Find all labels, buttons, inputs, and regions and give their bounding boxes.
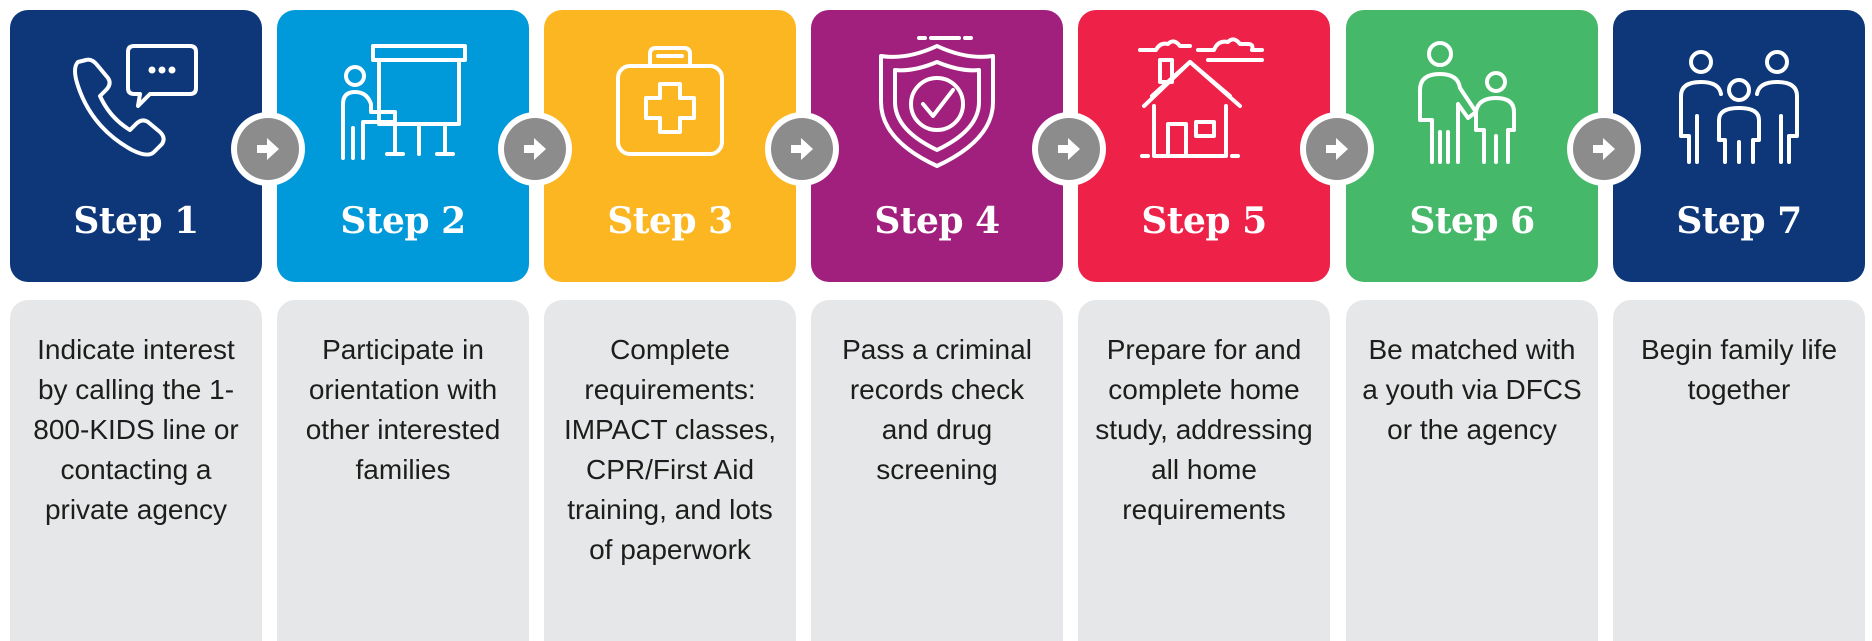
step-2-description-card: Participate in orientation with other in… (277, 300, 529, 641)
step-title: Step 1 (73, 200, 199, 242)
step-6-header: Step 6 (1346, 10, 1598, 282)
step-title: Step 7 (1676, 200, 1802, 242)
next-arrow-icon (1300, 112, 1374, 186)
step-5-header: Step 5 (1078, 10, 1330, 282)
next-arrow-icon (765, 112, 839, 186)
next-arrow-icon (1567, 112, 1641, 186)
next-arrow-icon (498, 112, 572, 186)
step-5-description-card: Prepare for and complete home study, add… (1078, 300, 1330, 641)
step-2-header: Step 2 (277, 10, 529, 282)
step-1-header: Step 1 (10, 10, 262, 282)
next-arrow-icon (231, 112, 305, 186)
step-3-description-card: Complete requirements: IMPACT classes, C… (544, 300, 796, 641)
shield-check-icon (867, 32, 1007, 172)
step-4-description-card: Pass a criminal records check and drug s… (811, 300, 1063, 641)
step-3-header: Step 3 (544, 10, 796, 282)
next-arrow-icon (1032, 112, 1106, 186)
step-title: Step 3 (607, 200, 733, 242)
step-description: Participate in orientation with other in… (305, 334, 501, 485)
step-7-description-card: Begin family life together (1613, 300, 1865, 641)
step-6-description-card: Be matched with a youth via DFCS or the … (1346, 300, 1598, 641)
step-description: Begin family life together (1640, 334, 1838, 405)
house-icon (1134, 32, 1274, 172)
step-description: Be matched with a youth via DFCS or the … (1362, 334, 1582, 445)
step-description: Complete requirements: IMPACT classes, C… (563, 334, 777, 565)
step-7-header: Step 7 (1613, 10, 1865, 282)
first-aid-kit-icon (600, 32, 740, 172)
step-1-description-card: Indicate interest by calling the 1-800-K… (10, 300, 262, 641)
phone-chat-icon (66, 32, 206, 172)
step-description: Indicate interest by calling the 1-800-K… (33, 334, 239, 525)
step-description: Prepare for and complete home study, add… (1095, 334, 1313, 525)
adult-child-icon (1402, 32, 1542, 172)
step-title: Step 5 (1141, 200, 1267, 242)
step-title: Step 6 (1409, 200, 1535, 242)
step-title: Step 2 (340, 200, 466, 242)
presentation-icon (333, 32, 473, 172)
step-4-header: Step 4 (811, 10, 1063, 282)
step-title: Step 4 (874, 200, 1000, 242)
family-icon (1669, 32, 1809, 172)
step-description: Pass a criminal records check and drug s… (842, 334, 1032, 485)
